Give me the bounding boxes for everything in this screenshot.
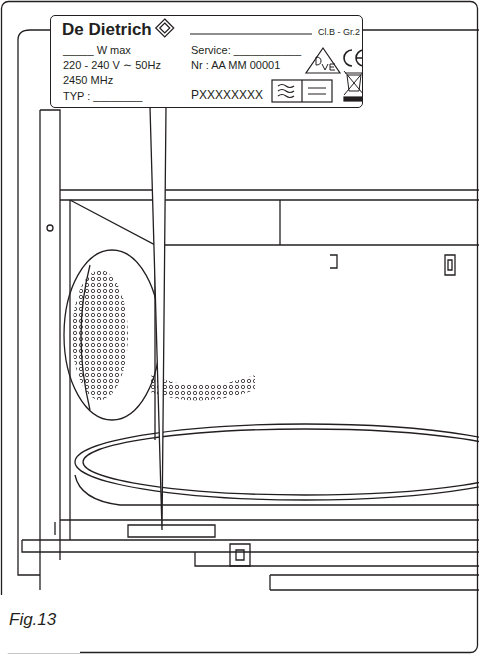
class-lines xyxy=(302,80,326,102)
door-bottom xyxy=(22,539,479,540)
frame-mark xyxy=(54,522,55,535)
plate-text: 220 - 240 V ∼ 50Hz xyxy=(63,58,161,72)
rating-plate: De Dietrich _____ W max220 - 240 V ∼ 50Hz… xyxy=(50,15,363,108)
weee-bar xyxy=(344,97,363,101)
frame-flange xyxy=(40,110,60,560)
plate-location xyxy=(128,525,215,537)
figure-caption: Fig.13 xyxy=(9,610,56,630)
screw xyxy=(47,225,53,231)
fan-cover xyxy=(64,250,160,420)
plate-text: _____ W max xyxy=(63,43,131,57)
plate-text: PXXXXXXXX xyxy=(191,88,263,103)
vde-mark xyxy=(306,48,340,73)
plate-text: Nr : AA MM 00001 xyxy=(191,58,280,72)
fan-holes xyxy=(72,270,128,400)
plate-text: Cl.B - Gr.2 xyxy=(318,26,360,38)
ce-mark xyxy=(344,50,363,66)
cavity-corner xyxy=(70,200,155,440)
ceiling-seam xyxy=(279,200,280,245)
cavity-left xyxy=(69,200,70,540)
caption-ground xyxy=(0,595,80,653)
vent-holes xyxy=(150,375,255,401)
turntable xyxy=(75,424,479,500)
leader-wedge xyxy=(150,107,166,530)
clip xyxy=(330,255,337,268)
floor-edge xyxy=(75,475,479,505)
vde-letters xyxy=(316,57,335,70)
back-wall-top xyxy=(155,244,479,245)
brand-logo xyxy=(155,19,173,37)
weee-bin xyxy=(344,71,363,95)
turntable-inner xyxy=(83,429,479,495)
blank-line xyxy=(190,33,312,34)
plate-text: Service: ___________ xyxy=(191,43,301,57)
plate-text: 2450 MHz xyxy=(63,73,113,87)
brand-name: De Dietrich xyxy=(62,20,152,40)
housing-left xyxy=(18,70,40,575)
hinge-rail xyxy=(270,575,479,590)
microwave-waves xyxy=(278,84,294,97)
hinge-bar xyxy=(195,552,479,566)
cavity-top-front xyxy=(60,189,479,190)
door-sill xyxy=(60,519,479,520)
class-box xyxy=(272,80,332,102)
hinge xyxy=(230,544,250,566)
cavity-top-front2 xyxy=(60,199,479,200)
clip2 xyxy=(445,255,455,275)
plate-text: TYP : ________ xyxy=(63,89,142,103)
frame-inner xyxy=(39,110,40,590)
